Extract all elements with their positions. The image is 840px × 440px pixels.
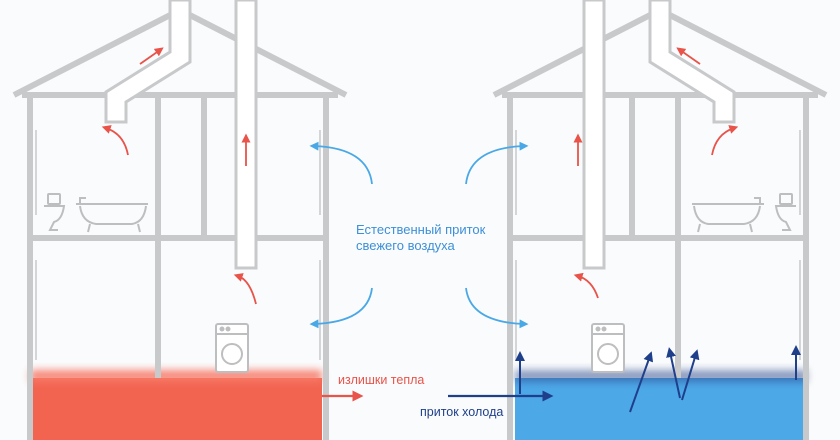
toilet-icon bbox=[44, 193, 66, 231]
left-wall-windows bbox=[35, 130, 321, 360]
fresh-air-arrows bbox=[309, 141, 529, 329]
left-heat-glow bbox=[30, 370, 322, 382]
cold-inflow-label: приток холода bbox=[420, 405, 504, 419]
bathtub-icon bbox=[76, 197, 148, 233]
left-warm-air-arrows bbox=[101, 47, 364, 402]
bathtub-icon bbox=[692, 197, 764, 233]
fresh-air-label: Естественный приток свежего воздуха bbox=[356, 222, 485, 254]
right-house bbox=[448, 0, 828, 440]
washing-machine-icon bbox=[215, 323, 249, 373]
heat-excess-label: излишки тепла bbox=[338, 373, 425, 387]
right-warm-air-arrows bbox=[573, 47, 739, 299]
toilet-icon bbox=[774, 193, 796, 231]
right-vent-pipes bbox=[582, 0, 736, 270]
left-house bbox=[12, 0, 364, 440]
right-wall-windows bbox=[515, 130, 801, 360]
right-cold-air-arrows bbox=[448, 345, 801, 413]
right-cold-zone bbox=[515, 378, 807, 440]
fresh-air-label-line2: свежего воздуха bbox=[356, 238, 455, 253]
washing-machine-icon bbox=[591, 323, 625, 373]
left-heat-zone bbox=[30, 378, 322, 440]
fresh-air-label-line1: Естественный приток bbox=[356, 222, 486, 237]
right-cold-glow bbox=[515, 370, 807, 382]
